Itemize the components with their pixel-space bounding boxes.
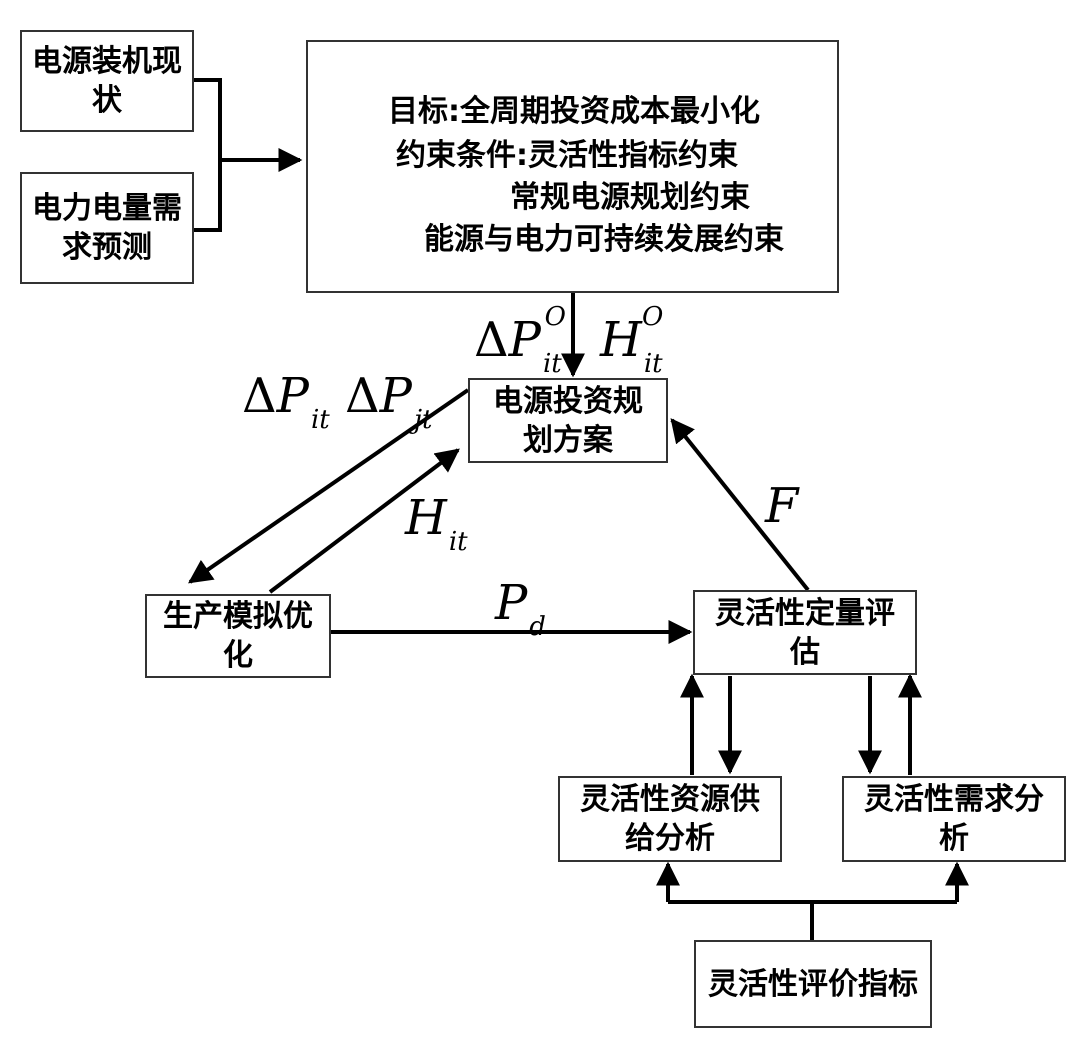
flexibility-evaluation-line2: 估 [790, 634, 820, 670]
production-simulation-box: 生产模拟优 化 [145, 594, 331, 678]
f-label: F [765, 478, 799, 534]
flexibility-indicators-label: 灵活性评价指标 [708, 966, 918, 1002]
flexibility-demand-box: 灵活性需求分 析 [842, 776, 1066, 862]
demand-forecast-line1: 电力电量需 [32, 191, 182, 226]
demand-forecast-line2: 求预测 [62, 230, 152, 265]
constraint-flexibility-line: 约束条件:灵活性指标约束 [396, 138, 738, 173]
flexibility-evaluation-line1: 灵活性定量评 [715, 595, 895, 631]
production-simulation-line1: 生产模拟优 [163, 599, 313, 634]
existing-capacity-line1: 电源装机现 [32, 44, 182, 79]
objective-constraints-box: 目标:全周期投资成本最小化 约束条件:灵活性指标约束 常规电源规划约束 能源与电… [306, 40, 839, 293]
arrow-eval-to-plan [670, 418, 810, 592]
flexibility-supply-box: 灵活性资源供 给分析 [558, 776, 782, 862]
existing-capacity-line2: 状 [92, 83, 122, 118]
flexibility-indicators-box: 灵活性评价指标 [694, 940, 932, 1028]
delta-p-jt-label: ΔPjt [345, 368, 433, 435]
constraint-sustainable-line: 能源与电力可持续发展约束 [424, 222, 784, 257]
investment-plan-box: 电源投资规 划方案 [468, 378, 668, 463]
production-simulation-line2: 化 [223, 638, 253, 673]
arrow-production-to-plan [268, 448, 460, 594]
p-d-label: Pd [495, 575, 546, 642]
flexibility-supply-line1: 灵活性资源供 [580, 782, 760, 817]
indicator-split-line [668, 900, 957, 940]
flexibility-supply-line2: 给分析 [625, 821, 715, 856]
constraint-conventional-line: 常规电源规划约束 [510, 180, 750, 215]
h-it-label: Hit [405, 490, 468, 557]
input-bracket-line [194, 78, 222, 232]
investment-plan-line1: 电源投资规 [493, 383, 643, 419]
investment-plan-line2: 划方案 [523, 422, 613, 458]
demand-forecast-box: 电力电量需 求预测 [20, 172, 194, 284]
delta-p-it-label: ΔPit [242, 368, 330, 435]
flexibility-demand-line2: 析 [939, 821, 969, 856]
objective-line: 目标:全周期投资成本最小化 [388, 94, 760, 129]
arrow-plan-to-production [188, 388, 470, 584]
flexibility-demand-line1: 灵活性需求分 [864, 782, 1044, 817]
flexibility-evaluation-box: 灵活性定量评 估 [693, 590, 917, 675]
existing-capacity-box: 电源装机现 状 [20, 30, 194, 132]
